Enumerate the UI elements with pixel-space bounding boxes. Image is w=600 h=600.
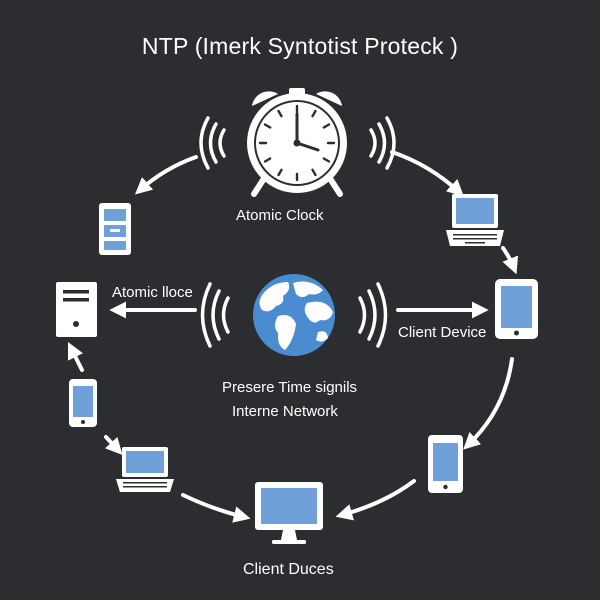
- globe-icon: [253, 274, 335, 356]
- client-device-label: Client Device: [398, 324, 487, 341]
- smartphone-icon: [428, 435, 463, 493]
- left-server-label: Atomic lloce: [112, 284, 193, 301]
- arrow-icon: [67, 150, 519, 523]
- laptop-icon: [446, 194, 504, 246]
- signal-waves-icon: [200, 282, 388, 348]
- atomic-clock-label: Atomic Clock: [236, 207, 324, 224]
- alarm-clock-icon: [247, 88, 347, 197]
- diagram-title: NTP (Imerk Syntotist Proteck ): [141, 33, 459, 59]
- client-devices-label: Client Duces: [243, 561, 334, 578]
- smartphone-icon: [69, 379, 97, 427]
- laptop-icon: [116, 447, 174, 492]
- server-small-icon: [99, 203, 131, 255]
- tablet-icon: [495, 279, 538, 339]
- signal-waves-icon: [199, 116, 396, 170]
- server-tower-icon: [56, 282, 97, 337]
- time-signals-label: Presere Time signils: [222, 379, 358, 396]
- monitor-icon: [255, 482, 323, 544]
- network-label: Interne Network: [232, 403, 338, 420]
